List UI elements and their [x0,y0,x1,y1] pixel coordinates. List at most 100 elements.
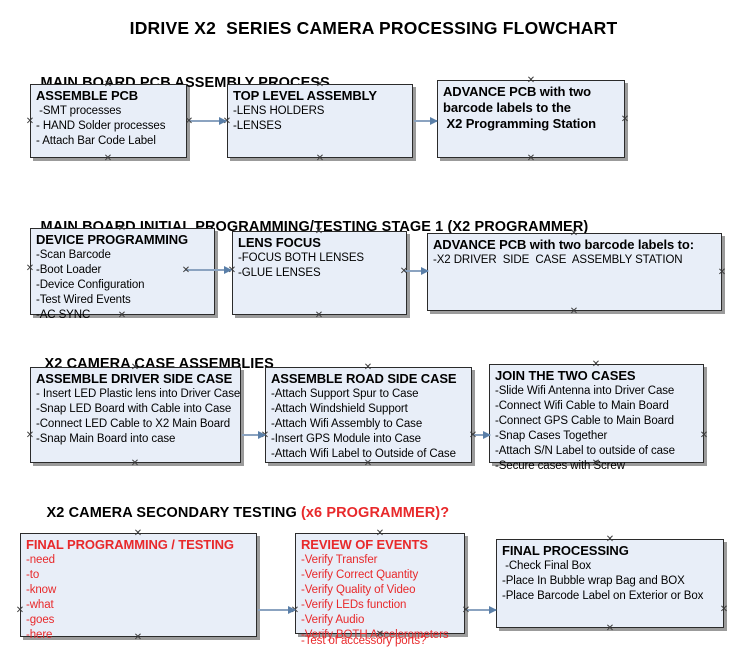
node-line: -Place Barcode Label on Exterior or Box [502,589,704,602]
node-review-of-events[interactable]: REVIEW OF EVENTS -Verify Transfer -Verif… [295,533,465,647]
node-line: -Attach Wifi Assembly to Case [271,417,423,430]
arrow-head-icon [219,116,227,125]
node-line: -Snap LED Board with Cable into Case [36,402,232,415]
connector-road-side-to-join-cases [473,430,491,439]
node-title: ASSEMBLE ROAD SIDE CASE [271,371,457,386]
node-body: JOIN THE TWO CASES -Slide Wifi Antenna i… [490,365,703,475]
arrow-head-icon [224,265,232,274]
node-overflow-line: -Test of accessory ports? [301,635,427,647]
node-line: -know [26,583,57,596]
node-line: -Verify Transfer [301,553,378,566]
node-line: -FOCUS BOTH LENSES [238,251,364,264]
node-line: -Verify Quality of Video [301,583,416,596]
node-title: FINAL PROGRAMMING / TESTING [26,537,234,552]
node-line: -goes [26,613,55,626]
node-line: -here [26,628,53,641]
node-body: LENS FOCUS -FOCUS BOTH LENSES -GLUE LENS… [233,232,406,283]
node-line: -LENSES [233,119,282,132]
connector-top-level-assembly-to-advance-pcb [414,116,438,125]
node-line: -LENS HOLDERS [233,104,325,117]
node-join-the-two-cases[interactable]: JOIN THE TWO CASES -Slide Wifi Antenna i… [489,364,704,472]
node-title: ADVANCE PCB with two [443,84,591,99]
node-body: REVIEW OF EVENTS -Verify Transfer -Verif… [296,534,464,644]
arrow-head-icon [258,430,266,439]
node-line: - Attach Bar Code Label [36,134,156,147]
section-heading-accent: (x6 PROGRAMMER)? [300,505,450,521]
node-body: ASSEMBLE DRIVER SIDE CASE - Insert LED P… [31,368,240,449]
node-line: -to [26,568,40,581]
node-line: -Snap Cases Together [495,429,608,442]
node-assemble-road-side-case[interactable]: ASSEMBLE ROAD SIDE CASE -Attach Support … [265,367,472,463]
node-top-level-assembly[interactable]: TOP LEVEL ASSEMBLY -LENS HOLDERS -LENSES [227,84,413,158]
node-line: -Verify LEDs function [301,598,407,611]
node-body: ADVANCE PCB with two barcode labels to t… [438,81,624,134]
connector-review-of-events-to-final-processing [466,605,497,614]
page-title: IDRIVE X2 SERIES CAMERA PROCESSING FLOWC… [129,18,618,38]
node-title: ASSEMBLE DRIVER SIDE CASE [36,371,233,386]
node-line: - HAND Solder processes [36,119,166,132]
node-body: TOP LEVEL ASSEMBLY -LENS HOLDERS -LENSES [228,85,412,136]
arrow-head-icon [421,266,429,275]
node-line: -Scan Barcode [36,248,111,261]
node-title: DEVICE PROGRAMMING [36,232,189,247]
node-line: -what [26,598,54,611]
node-body: ASSEMBLE ROAD SIDE CASE -Attach Support … [266,368,471,464]
node-line: -Test Wired Events [36,293,131,306]
node-line: -need [26,553,55,566]
node-advance-pcb-to-driver-side-case-assembly[interactable]: ADVANCE PCB with two barcode labels to: … [427,233,722,311]
node-line: -Snap Main Board into case [36,432,176,445]
node-title: ASSEMBLE PCB [36,88,139,103]
node-line: X2 Programming Station [443,115,597,131]
connector-final-programming-to-review-of-events [258,605,296,614]
node-line: -Verify Audio [301,613,365,626]
connector-device-programming-to-lens-focus [185,265,232,274]
arrow-head-icon [288,605,296,614]
node-line: -X2 DRIVER SIDE CASE ASSEMBLY STATION [433,253,683,266]
node-line: -AC SYNC [36,308,91,321]
node-line: -Connect GPS Cable to Main Board [495,414,674,427]
node-line: -Attach Support Spur to Case [271,387,419,400]
node-title: LENS FOCUS [238,235,321,250]
node-line: -Check Final Box [502,559,592,572]
node-line: -Secure cases with Screw [495,459,625,472]
node-device-programming[interactable]: DEVICE PROGRAMMING -Scan Barcode -Boot L… [30,228,215,321]
node-body: DEVICE PROGRAMMING -Scan Barcode -Boot L… [31,229,214,325]
node-line: -SMT processes [36,104,122,117]
node-line: -Attach Windshield Support [271,402,408,415]
node-assemble-pcb[interactable]: ASSEMBLE PCB -SMT processes - HAND Solde… [30,84,187,158]
node-title: TOP LEVEL ASSEMBLY [233,88,377,103]
node-line: barcode labels to the [443,99,571,115]
node-final-programming-testing[interactable]: FINAL PROGRAMMING / TESTING -need -to -k… [20,533,257,641]
node-line: -Verify Correct Quantity [301,568,419,581]
node-title: ADVANCE PCB with two barcode labels to: [433,237,694,252]
node-assemble-driver-side-case[interactable]: ASSEMBLE DRIVER SIDE CASE - Insert LED P… [30,367,241,463]
node-body: FINAL PROGRAMMING / TESTING -need -to -k… [21,534,256,644]
node-body: ADVANCE PCB with two barcode labels to: … [428,234,721,270]
node-line: -Place In Bubble wrap Bag and BOX [502,574,685,587]
arrow-head-icon [430,116,438,125]
node-line: - Insert LED Plastic lens into Driver Ca… [36,387,241,400]
node-line: -GLUE LENSES [238,266,321,279]
node-title: JOIN THE TWO CASES [495,368,636,383]
node-lens-focus[interactable]: LENS FOCUS -FOCUS BOTH LENSES -GLUE LENS… [232,231,407,315]
node-line: -Attach S/N Label to outside of case [495,444,675,457]
node-line: -Device Configuration [36,278,145,291]
connector-lens-focus-to-advance-pcb [404,266,429,275]
node-final-processing[interactable]: FINAL PROCESSING -Check Final Box -Place… [496,539,724,628]
arrow-head-icon [483,430,491,439]
arrow-head-icon [489,605,497,614]
section-heading-text: X2 CAMERA SECONDARY TESTING [46,505,301,521]
node-line: -Insert GPS Module into Case [271,432,421,445]
node-line: -Connect LED Cable to X2 Main Board [36,417,231,430]
node-line: -Connect Wifi Cable to Main Board [495,399,669,412]
connector-assemble-pcb-to-top-level-assembly [189,116,227,125]
node-title: REVIEW OF EVENTS [301,537,428,552]
connector-driver-side-to-road-side [242,430,266,439]
section-heading-x2-camera-secondary-testing: X2 CAMERA SECONDARY TESTING (x6 PROGRAMM… [30,489,450,537]
node-body: ASSEMBLE PCB -SMT processes - HAND Solde… [31,85,186,151]
node-title: FINAL PROCESSING [502,543,629,558]
node-line: -Verify BOTH Accelerometers [301,628,449,641]
node-line: -Attach Wifi Label to Outside of Case [271,447,456,460]
node-advance-pcb-to-x2-programming-station[interactable]: ADVANCE PCB with two barcode labels to t… [437,80,625,158]
